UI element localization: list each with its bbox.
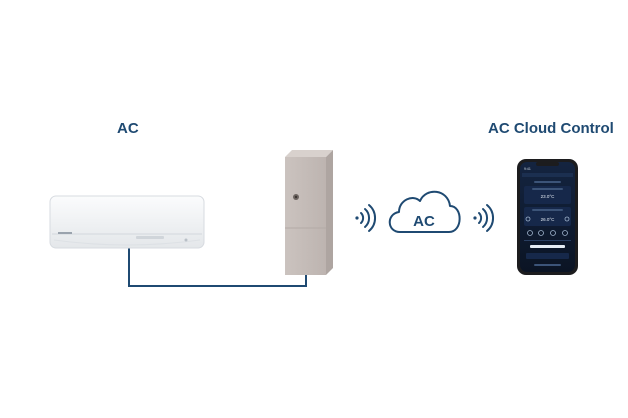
phone-status-time: 9:41	[524, 167, 531, 171]
connection-cable	[128, 246, 307, 287]
phone-set-temperature: 23.0°C	[541, 194, 556, 199]
wifi-controller-box-icon	[285, 150, 333, 275]
smartphone-icon: 9:41 23.0°C 26.0°C	[517, 159, 578, 275]
cloud-icon: AC	[388, 190, 461, 233]
cloud-label: AC	[413, 213, 435, 230]
phone-room-temperature: 26.0°C	[541, 217, 556, 222]
wireless-signal-icon	[355, 204, 376, 232]
air-conditioner-icon	[49, 195, 205, 249]
cloud-control-label: AC Cloud Control	[488, 120, 614, 137]
wireless-signal-icon	[473, 204, 494, 232]
ac-label: AC	[117, 120, 139, 137]
